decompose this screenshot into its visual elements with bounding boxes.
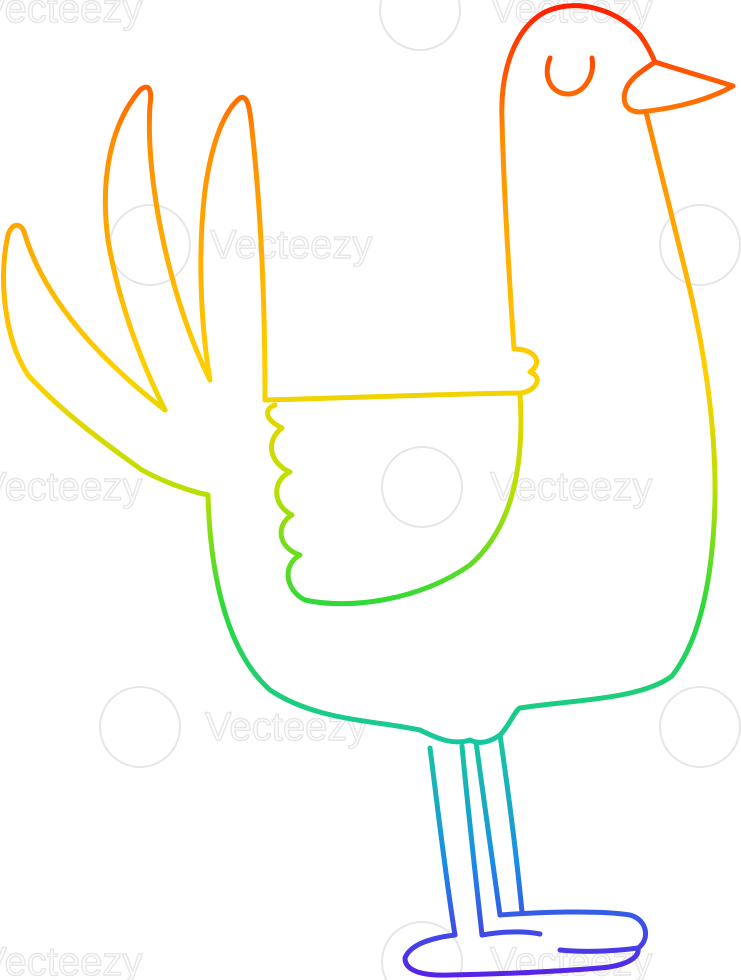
watermark-row-1: Vecteezy	[109, 204, 741, 286]
bird-wing-lower	[265, 390, 524, 607]
bird-shoulder	[511, 346, 540, 396]
bird-tail-feather-2	[102, 84, 213, 413]
bird-tail-feather-3	[198, 94, 268, 403]
watermark-row-2: Vecteezy Vecteezy	[0, 446, 653, 528]
bird-neck-back	[499, 3, 658, 352]
watermark-logo-icon	[659, 204, 741, 286]
watermark-text: Vecteezy	[205, 705, 367, 749]
bird-foot-front-top	[479, 929, 543, 938]
watermark-text: Vecteezy	[0, 0, 142, 31]
watermark-logo-icon	[99, 686, 181, 768]
watermark-logo-icon	[659, 686, 741, 768]
watermark-logo-icon	[379, 0, 461, 51]
bird-foot-front	[402, 932, 641, 978]
watermark-text: Vecteezy	[0, 465, 142, 509]
bird-chest	[517, 109, 718, 711]
bird-leg-2-back	[497, 732, 525, 915]
bird-back	[139, 467, 211, 498]
bird-tail-feather-1	[1, 222, 168, 473]
watermark-text: Vecteezy	[0, 940, 142, 980]
watermark-text: Vecteezy	[210, 223, 372, 267]
bird-leg-1	[427, 745, 458, 938]
bird-belly	[205, 492, 423, 733]
bird-leg-1-back	[459, 743, 485, 938]
watermark-logo-icon	[381, 921, 463, 980]
watermark-logo-icon	[109, 204, 191, 286]
bird-foot-back	[497, 909, 648, 954]
watermark-logo-icon	[381, 446, 463, 528]
bird-wing-top	[262, 390, 523, 403]
watermark-row-3: Vecteezy	[99, 686, 741, 768]
bird-drawing	[1, 3, 736, 978]
bird-beak	[621, 59, 736, 115]
bird-leg-2	[473, 739, 503, 918]
bird-hip	[417, 705, 523, 745]
bird-eye	[544, 55, 596, 97]
